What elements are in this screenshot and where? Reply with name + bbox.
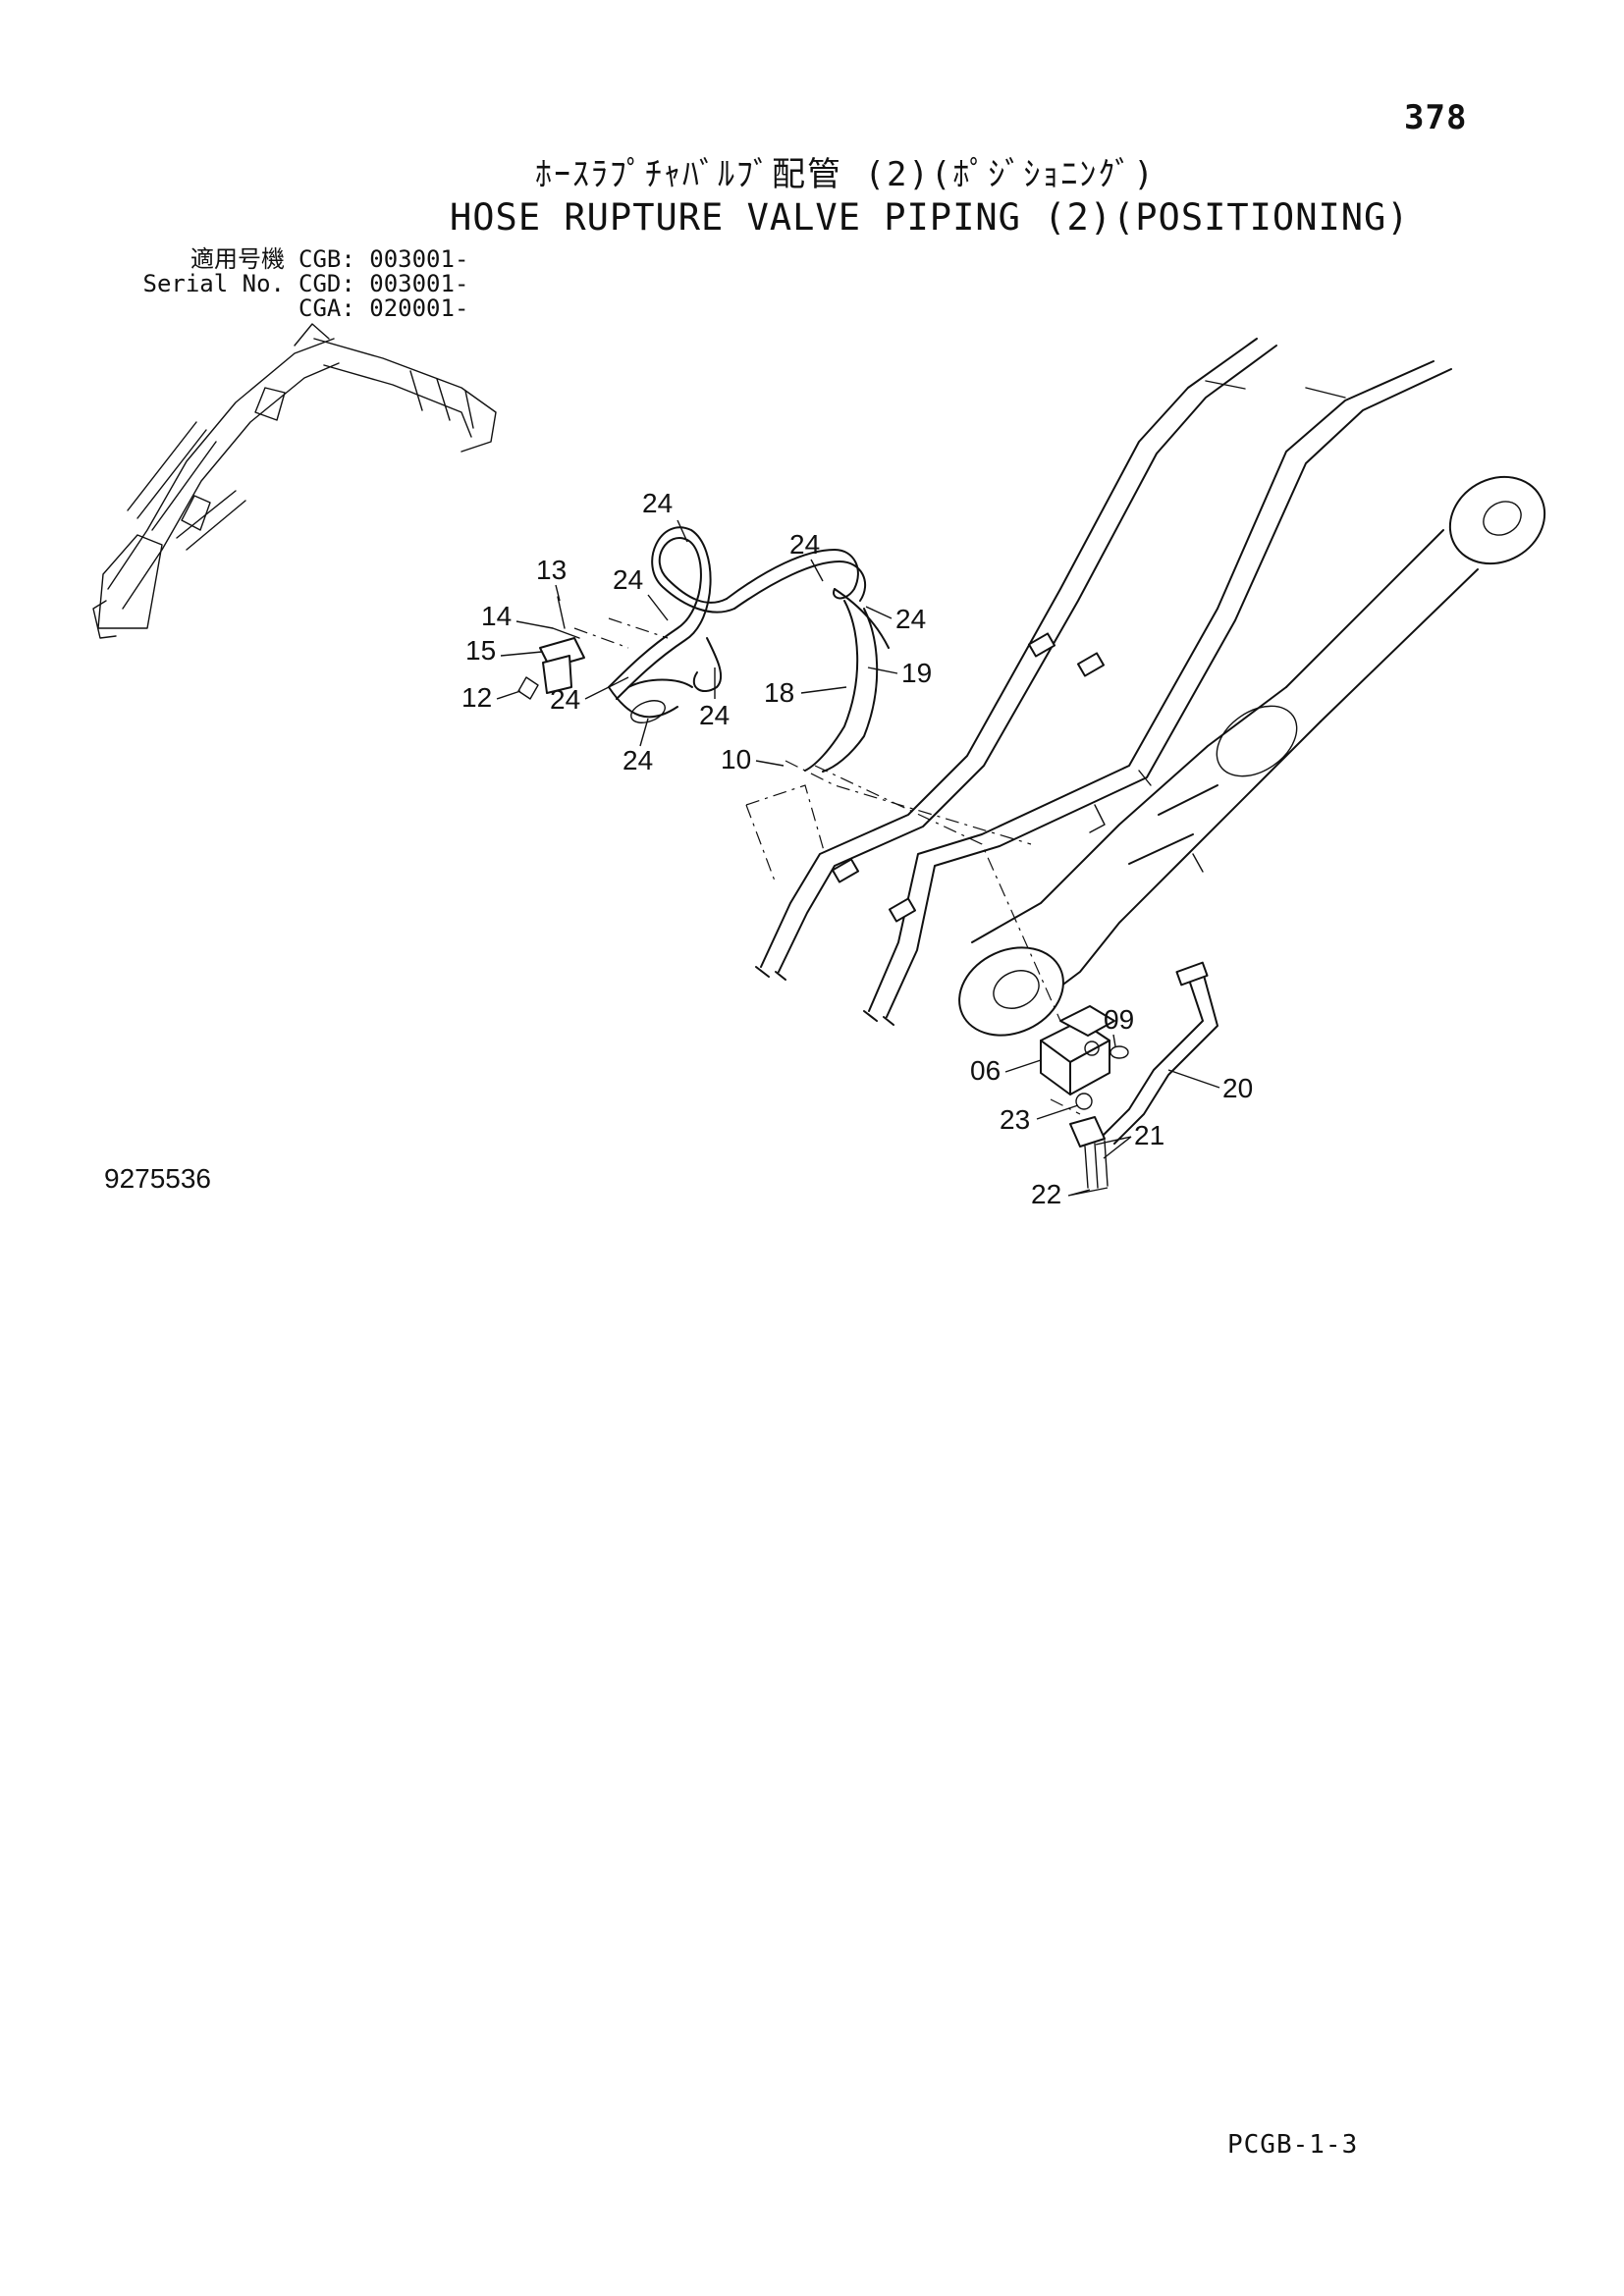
callout-group: 18 [764, 677, 847, 708]
serial-row: Serial No. CGD: 003001- [110, 270, 469, 297]
locator-thumbnail-excavator [92, 323, 497, 639]
callout-label: 09 [1104, 1004, 1134, 1035]
guide-lines [608, 617, 1061, 1022]
callout-label: 22 [1031, 1179, 1061, 1209]
callout-group: 24 [550, 676, 629, 715]
callout-label: 24 [789, 529, 820, 560]
clamp-parts [517, 596, 629, 700]
title-japanese: ﾎｰｽﾗﾌﾟﾁｬﾊﾞﾙﾌﾞ配管 (2)(ﾎﾟｼﾞｼｮﾆﾝｸﾞ) [535, 155, 1156, 194]
callout-group: 24 [865, 604, 926, 634]
callout-label: 24 [613, 564, 643, 595]
callout-group: 24 [613, 564, 669, 621]
callout-group: 13 [536, 555, 567, 602]
callout-label: 24 [699, 700, 730, 730]
callout-label: 24 [895, 604, 926, 634]
serial-row: CGA: 020001- [110, 296, 468, 321]
callout-group: 10 [721, 744, 785, 774]
callout-group: 24 [699, 667, 730, 730]
callout-label: 24 [623, 745, 653, 775]
hose-assembly [608, 526, 890, 773]
callout-label: 24 [550, 684, 580, 715]
callout-label: 21 [1134, 1120, 1164, 1150]
callout-group: 21 [1095, 1120, 1164, 1159]
boom-pipes [755, 338, 1452, 1026]
callout-label: 19 [901, 658, 932, 688]
serial-label-japanese: 適用号機 [190, 245, 285, 273]
callout-label: 10 [721, 744, 751, 774]
callout-label: 23 [1000, 1104, 1030, 1135]
page-number: 378 [1404, 98, 1468, 137]
callout-group: 19 [867, 658, 932, 688]
callout-label: 15 [465, 635, 496, 666]
serial-number-block: 適用号機 CGB: 003001- Serial No. CGD: 003001… [110, 247, 469, 321]
valve-and-pipe [1040, 961, 1218, 1189]
callout-group: 20 [1167, 1069, 1253, 1103]
callout-label: 24 [642, 488, 673, 518]
callout-group: 24 [623, 718, 653, 775]
serial-model: CGA: [298, 294, 355, 322]
serial-model: CGD: [298, 270, 355, 297]
callout-label: 18 [764, 677, 794, 708]
serial-number: 003001- [369, 270, 469, 297]
callout-label: 20 [1222, 1073, 1253, 1103]
title-english: HOSE RUPTURE VALVE PIPING (2)(POSITIONIN… [450, 196, 1410, 239]
callout-group: 09 [1104, 1004, 1134, 1047]
serial-number: 020001- [369, 294, 469, 322]
callout-group: 22 [1031, 1179, 1109, 1209]
callout-label: 14 [481, 601, 512, 631]
callout-group: 15 [465, 635, 543, 666]
callout-group: 06 [970, 1055, 1042, 1086]
callout-label: 12 [461, 682, 492, 713]
callout-group: 24 [642, 488, 688, 543]
callout-group: 23 [1000, 1104, 1079, 1135]
serial-row: 適用号機 CGB: 003001- [110, 247, 468, 272]
drawing-number: 9275536 [104, 1163, 212, 1194]
callout-label: 13 [536, 555, 567, 585]
callout-group: 12 [461, 682, 521, 713]
hydraulic-cylinder [958, 475, 1546, 1037]
callout-label: 06 [970, 1055, 1001, 1086]
serial-label-english: Serial No. [142, 270, 286, 297]
page-code: PCGB-1-3 [1227, 2130, 1359, 2160]
callout-group: 14 [481, 601, 554, 631]
callout-group: 24 [789, 529, 824, 582]
serial-number: 003001- [369, 245, 469, 273]
serial-model: CGB: [298, 245, 355, 273]
